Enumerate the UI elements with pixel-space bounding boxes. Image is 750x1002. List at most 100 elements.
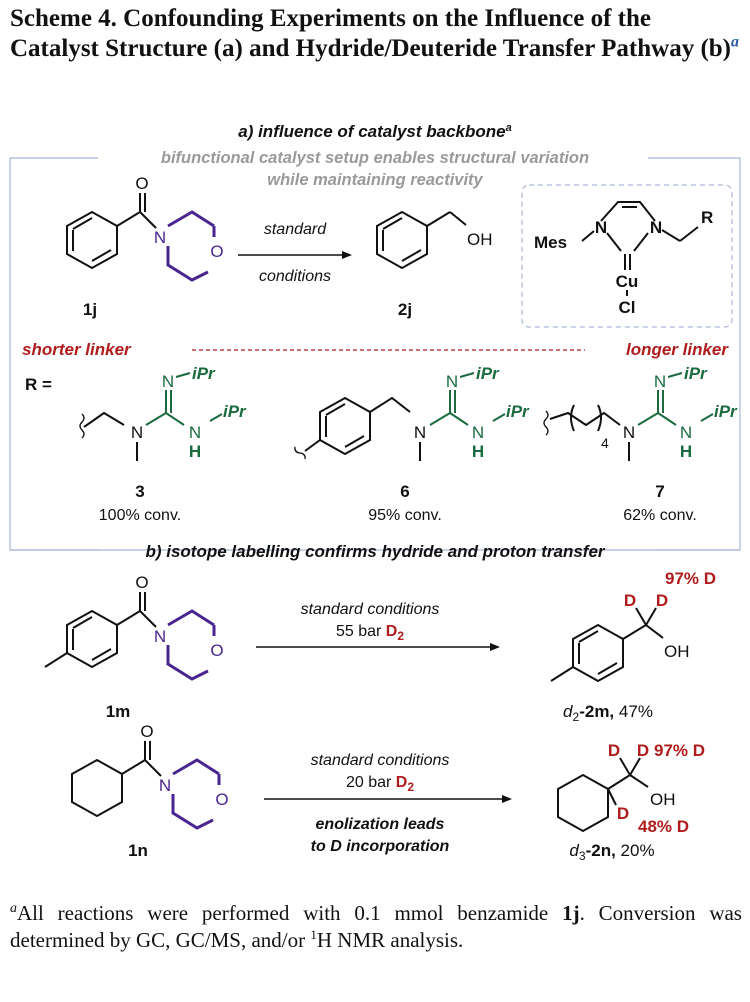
arrow-a-head <box>342 251 352 259</box>
label-2m: d2-2m, 47% <box>563 702 653 724</box>
molecule-1j <box>66 193 157 270</box>
footnote-bold: 1j <box>562 901 580 925</box>
catalyst-cu: Cu <box>616 272 639 291</box>
catalyst-n2: N <box>650 218 662 237</box>
conv-7: 62% conv. <box>623 507 697 524</box>
arrow-b1-head <box>490 643 500 651</box>
catalyst-r: R <box>701 208 713 227</box>
svg-text:N: N <box>654 372 666 391</box>
svg-text:N: N <box>189 423 201 442</box>
arrow-b2-head <box>502 795 512 803</box>
percent-d-2m: 97% D <box>665 569 716 588</box>
molecule-1n <box>71 741 162 818</box>
catalyst-n1: N <box>595 218 607 237</box>
d1-2n: D <box>608 741 620 760</box>
molecule-2m <box>550 607 664 683</box>
guanidine-7: 4 N N iPr N H iPr <box>543 364 738 461</box>
morpholine-o-1j: O <box>210 242 223 261</box>
label-7: 7 <box>655 482 664 501</box>
carbonyl-o-1j: O <box>135 174 148 193</box>
morpholine-n-1n: N <box>159 776 171 795</box>
d1-2m: D <box>624 591 636 610</box>
svg-text:H: H <box>189 442 201 461</box>
d2-2n: D <box>637 741 649 760</box>
morpholine-1j <box>166 210 216 282</box>
svg-text:N: N <box>414 423 426 442</box>
svg-text:N: N <box>680 423 692 442</box>
arrow-b1-top: standard conditions <box>301 601 440 618</box>
scheme-frame <box>9 157 741 551</box>
morpholine-1m <box>166 609 216 681</box>
footnote-text-before: All reactions were performed with 0.1 mm… <box>17 901 563 925</box>
scheme-footnote: aAll reactions were performed with 0.1 m… <box>10 900 742 954</box>
catalyst-mes: Mes <box>534 233 567 252</box>
label-1m: 1m <box>106 702 131 721</box>
carbonyl-o-1n: O <box>140 722 153 741</box>
svg-text:N: N <box>162 372 174 391</box>
guanidine-3: N N iPr N H iPr <box>79 364 247 461</box>
svg-text:iPr: iPr <box>684 364 708 383</box>
section-a-subtitle-1: bifunctional catalyst setup enables stru… <box>161 149 589 167</box>
d2-2m: D <box>656 591 668 610</box>
oh-2m: OH <box>664 642 690 661</box>
morpholine-o-1n: O <box>215 790 228 809</box>
arrow-b1-condition: 55 bar D2 <box>336 623 404 643</box>
label-1n: 1n <box>128 841 148 860</box>
svg-text:iPr: iPr <box>506 402 530 421</box>
footnote-sup: 1 <box>310 927 317 942</box>
arrow-b2-bottom-1: enolization leads <box>316 816 445 833</box>
footnote-text-after: H NMR analysis. <box>316 928 464 952</box>
svg-text:N: N <box>131 423 143 442</box>
d3-2n: D <box>617 804 629 823</box>
morpholine-n-1m: N <box>154 627 166 646</box>
label-1j: 1j <box>83 300 97 319</box>
shorter-linker-label: shorter linker <box>22 340 132 359</box>
carbonyl-o-1m: O <box>135 573 148 592</box>
percent-d-top-2n: 97% D <box>654 741 705 760</box>
svg-text:N: N <box>623 423 635 442</box>
arrow-b2-top: standard conditions <box>311 752 450 769</box>
percent-d-bottom-2n: 48% D <box>638 817 689 836</box>
label-2j: 2j <box>398 300 412 319</box>
oh-2n: OH <box>650 790 676 809</box>
conv-6: 95% conv. <box>368 507 442 524</box>
svg-text:iPr: iPr <box>476 364 500 383</box>
catalyst-structure <box>581 201 699 296</box>
scheme-figure: a) influence of catalyst backbonea bifun… <box>0 115 750 870</box>
molecule-1m <box>44 592 157 669</box>
arrow-b2-bottom-2: to D incorporation <box>311 838 450 855</box>
section-a-subtitle-2: while maintaining reactivity <box>267 171 483 189</box>
svg-text:iPr: iPr <box>192 364 216 383</box>
label-2n: d3-2n, 20% <box>569 841 654 863</box>
catalyst-box <box>521 184 733 328</box>
catalyst-cl: Cl <box>619 298 636 317</box>
morpholine-n-1j: N <box>154 228 166 247</box>
caption-mark: a <box>731 33 740 51</box>
molecule-2n <box>557 757 649 833</box>
caption-title: Scheme 4. Confounding Experiments on the… <box>10 5 732 62</box>
svg-text:iPr: iPr <box>714 402 738 421</box>
footnote-mark: a <box>10 901 17 916</box>
label-3: 3 <box>135 482 144 501</box>
svg-text:H: H <box>472 442 484 461</box>
arrow-a-top: standard <box>264 221 327 238</box>
footnote-text-middle: . Conversion was determined by GC, GC/MS… <box>10 901 742 952</box>
morpholine-1n <box>171 758 221 830</box>
svg-text:iPr: iPr <box>223 402 247 421</box>
label-6: 6 <box>400 482 409 501</box>
linker-subscript: 4 <box>601 435 609 451</box>
section-b-header: b) isotope labelling confirms hydride an… <box>145 542 605 561</box>
conv-3: 100% conv. <box>99 507 181 524</box>
arrow-a-bottom: conditions <box>259 268 331 285</box>
scheme-caption: Scheme 4. Confounding Experiments on the… <box>10 4 740 64</box>
guanidine-6: N N iPr N H iPr <box>294 364 530 461</box>
svg-text:H: H <box>680 442 692 461</box>
longer-linker-label: longer linker <box>626 340 729 359</box>
svg-text:N: N <box>446 372 458 391</box>
molecule-2j <box>376 210 467 270</box>
section-a-header: a) influence of catalyst backbonea <box>238 122 511 141</box>
morpholine-o-1m: O <box>210 641 223 660</box>
r-equals: R = <box>25 375 52 394</box>
arrow-b2-condition: 20 bar D2 <box>346 774 414 794</box>
svg-text:N: N <box>472 423 484 442</box>
